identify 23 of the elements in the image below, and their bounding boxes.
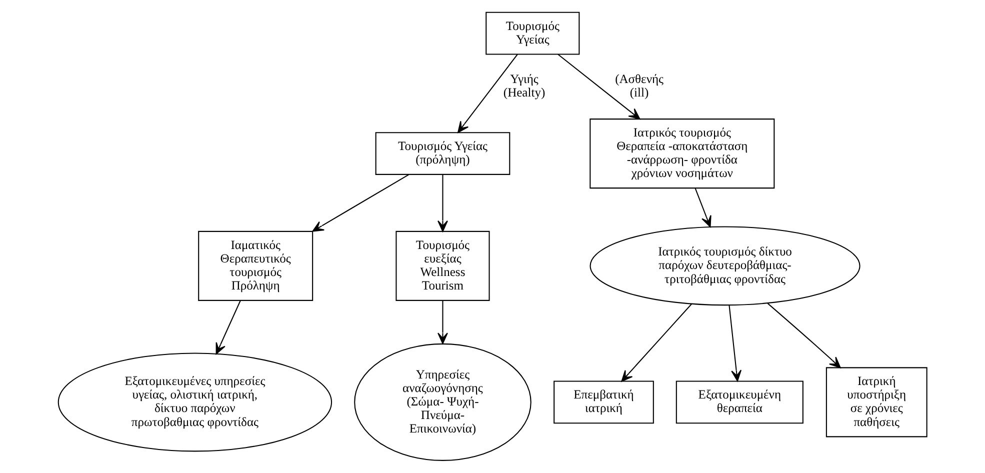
node-box: Ιαματικός Θεραπευτικός τουρισμός Πρόληψη [198, 230, 314, 301]
arrow [767, 303, 841, 368]
node-ellipse: Υπηρεσίες αναζωογόνησης (Σώμα- Ψυχή- Πνεύμα- Επικοινωνία) [354, 343, 532, 461]
arrow [312, 174, 410, 232]
arrow [558, 54, 640, 120]
arrow [694, 188, 712, 228]
node-ellipse: Ιατρικός τουρισμός δίκτυο παρόχων δευτεροβάθμιας- τριτοβάθμιας φροντίδας [590, 226, 860, 306]
node-box: Επεμβατική ιατρική [554, 380, 654, 424]
edge-label: Υγιής (Healty) [503, 72, 546, 100]
arrow [438, 300, 448, 344]
arrow [438, 174, 448, 232]
node-box: Ιατρική υποστήριξη σε χρόνιες παθήσεις [826, 367, 928, 438]
edge-label: (Ασθενής (ill) [615, 72, 664, 100]
node-box: Τουρισμός Υγείας (πρόληψη) [375, 132, 510, 175]
node-box: Τουρισμός Υγείας [486, 12, 580, 55]
node-ellipse: Εξατομικευμένες υπηρεσίες υγείας, ολιστική ιατρική, δίκτυο παρόχων πρωτοβαθμιας φροντίδας [58, 352, 332, 452]
arrow [458, 54, 518, 133]
node-box: Εξατομικευμένη θεραπεία [676, 380, 804, 424]
node-box: Ιατρικός τουρισμός Θεραπεία -αποκατάσταση -ανάρρωση- φροντίδα χρόνιων νοσημάτων [590, 118, 775, 189]
arrow [728, 305, 742, 382]
arrow [216, 300, 241, 354]
node-box: Τουρισμός ευεξίας Wellness Tourism [396, 230, 490, 301]
arrow [621, 304, 692, 382]
